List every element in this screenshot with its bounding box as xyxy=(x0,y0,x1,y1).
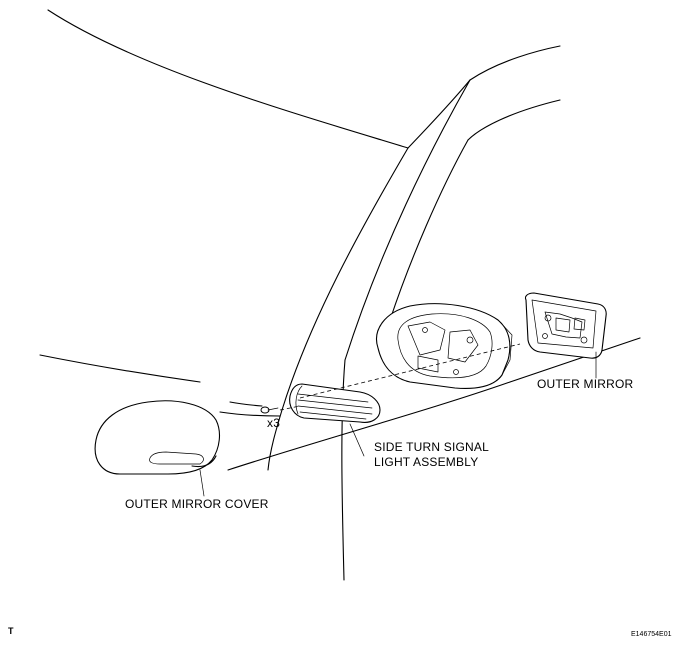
leader-lines xyxy=(199,351,597,497)
side-turn-signal-assembly xyxy=(289,383,381,423)
alignment-dashes xyxy=(279,343,521,411)
outer-mirror-cover-label: OUTER MIRROR COVER xyxy=(125,497,269,511)
outer-mirror-label: OUTER MIRROR xyxy=(537,377,634,391)
mirror-housing xyxy=(376,303,513,389)
outer-mirror-glass xyxy=(524,292,607,359)
vehicle-body-outline xyxy=(39,9,641,581)
side-turn-signal-label-line2: LIGHT ASSEMBLY xyxy=(374,455,479,469)
screw-icon xyxy=(260,406,279,414)
figure-id: E146754E01 xyxy=(631,631,672,638)
corner-mark: T xyxy=(8,626,14,636)
screw-quantity-label: x3 xyxy=(267,416,281,430)
side-turn-signal-label-line1: SIDE TURN SIGNAL xyxy=(374,440,490,454)
outer-mirror-cover xyxy=(94,400,221,475)
